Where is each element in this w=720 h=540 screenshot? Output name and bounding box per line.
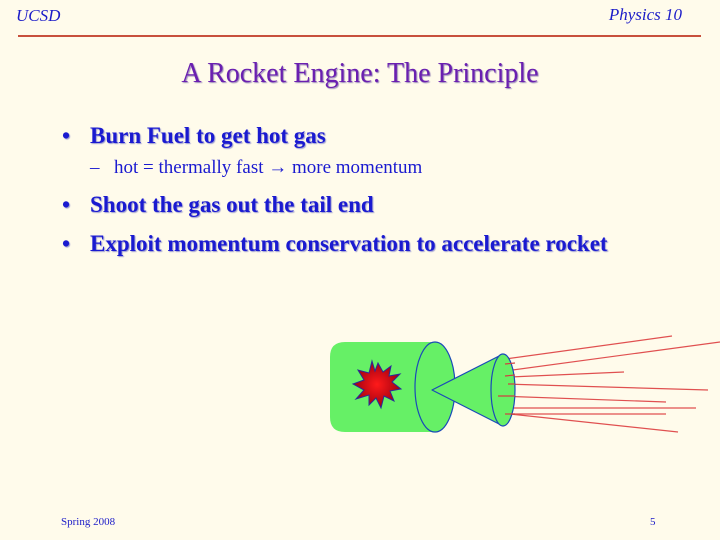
bullet-item: • Exploit momentum conservation to accel… [62,228,662,259]
bullet-text: Burn Fuel to get hot gas [90,123,326,148]
bullet-text: Exploit momentum conservation to acceler… [90,231,608,256]
sub-bullet-marker: – [90,157,100,178]
header-course: Physics 10 [608,5,682,24]
sub-bullet-text: hot = thermally fast → more momentum [114,157,423,178]
sub-bullet-item: – hot = thermally fast → more momentum [62,155,662,181]
bullet-marker: • [62,231,71,256]
explosion-icon [351,359,403,410]
bullet-marker: • [62,192,71,217]
bullet-marker: • [62,123,71,148]
slide-title: A Rocket Engine: The Principle [181,58,539,89]
nozzle-cone [431,353,516,427]
bullet-item: • Burn Fuel to get hot gas [62,120,662,151]
footer-term: Spring 2008 [61,516,116,528]
header-divider [18,35,701,37]
exhaust-lines [497,335,720,433]
bullet-item: • Shoot the gas out the tail end [62,189,662,220]
header-institution: UCSD [16,6,61,25]
page-number: 5 [650,516,656,528]
bullet-text: Shoot the gas out the tail end [90,192,374,217]
bullet-list: • Burn Fuel to get hot gas – hot = therm… [62,120,662,259]
